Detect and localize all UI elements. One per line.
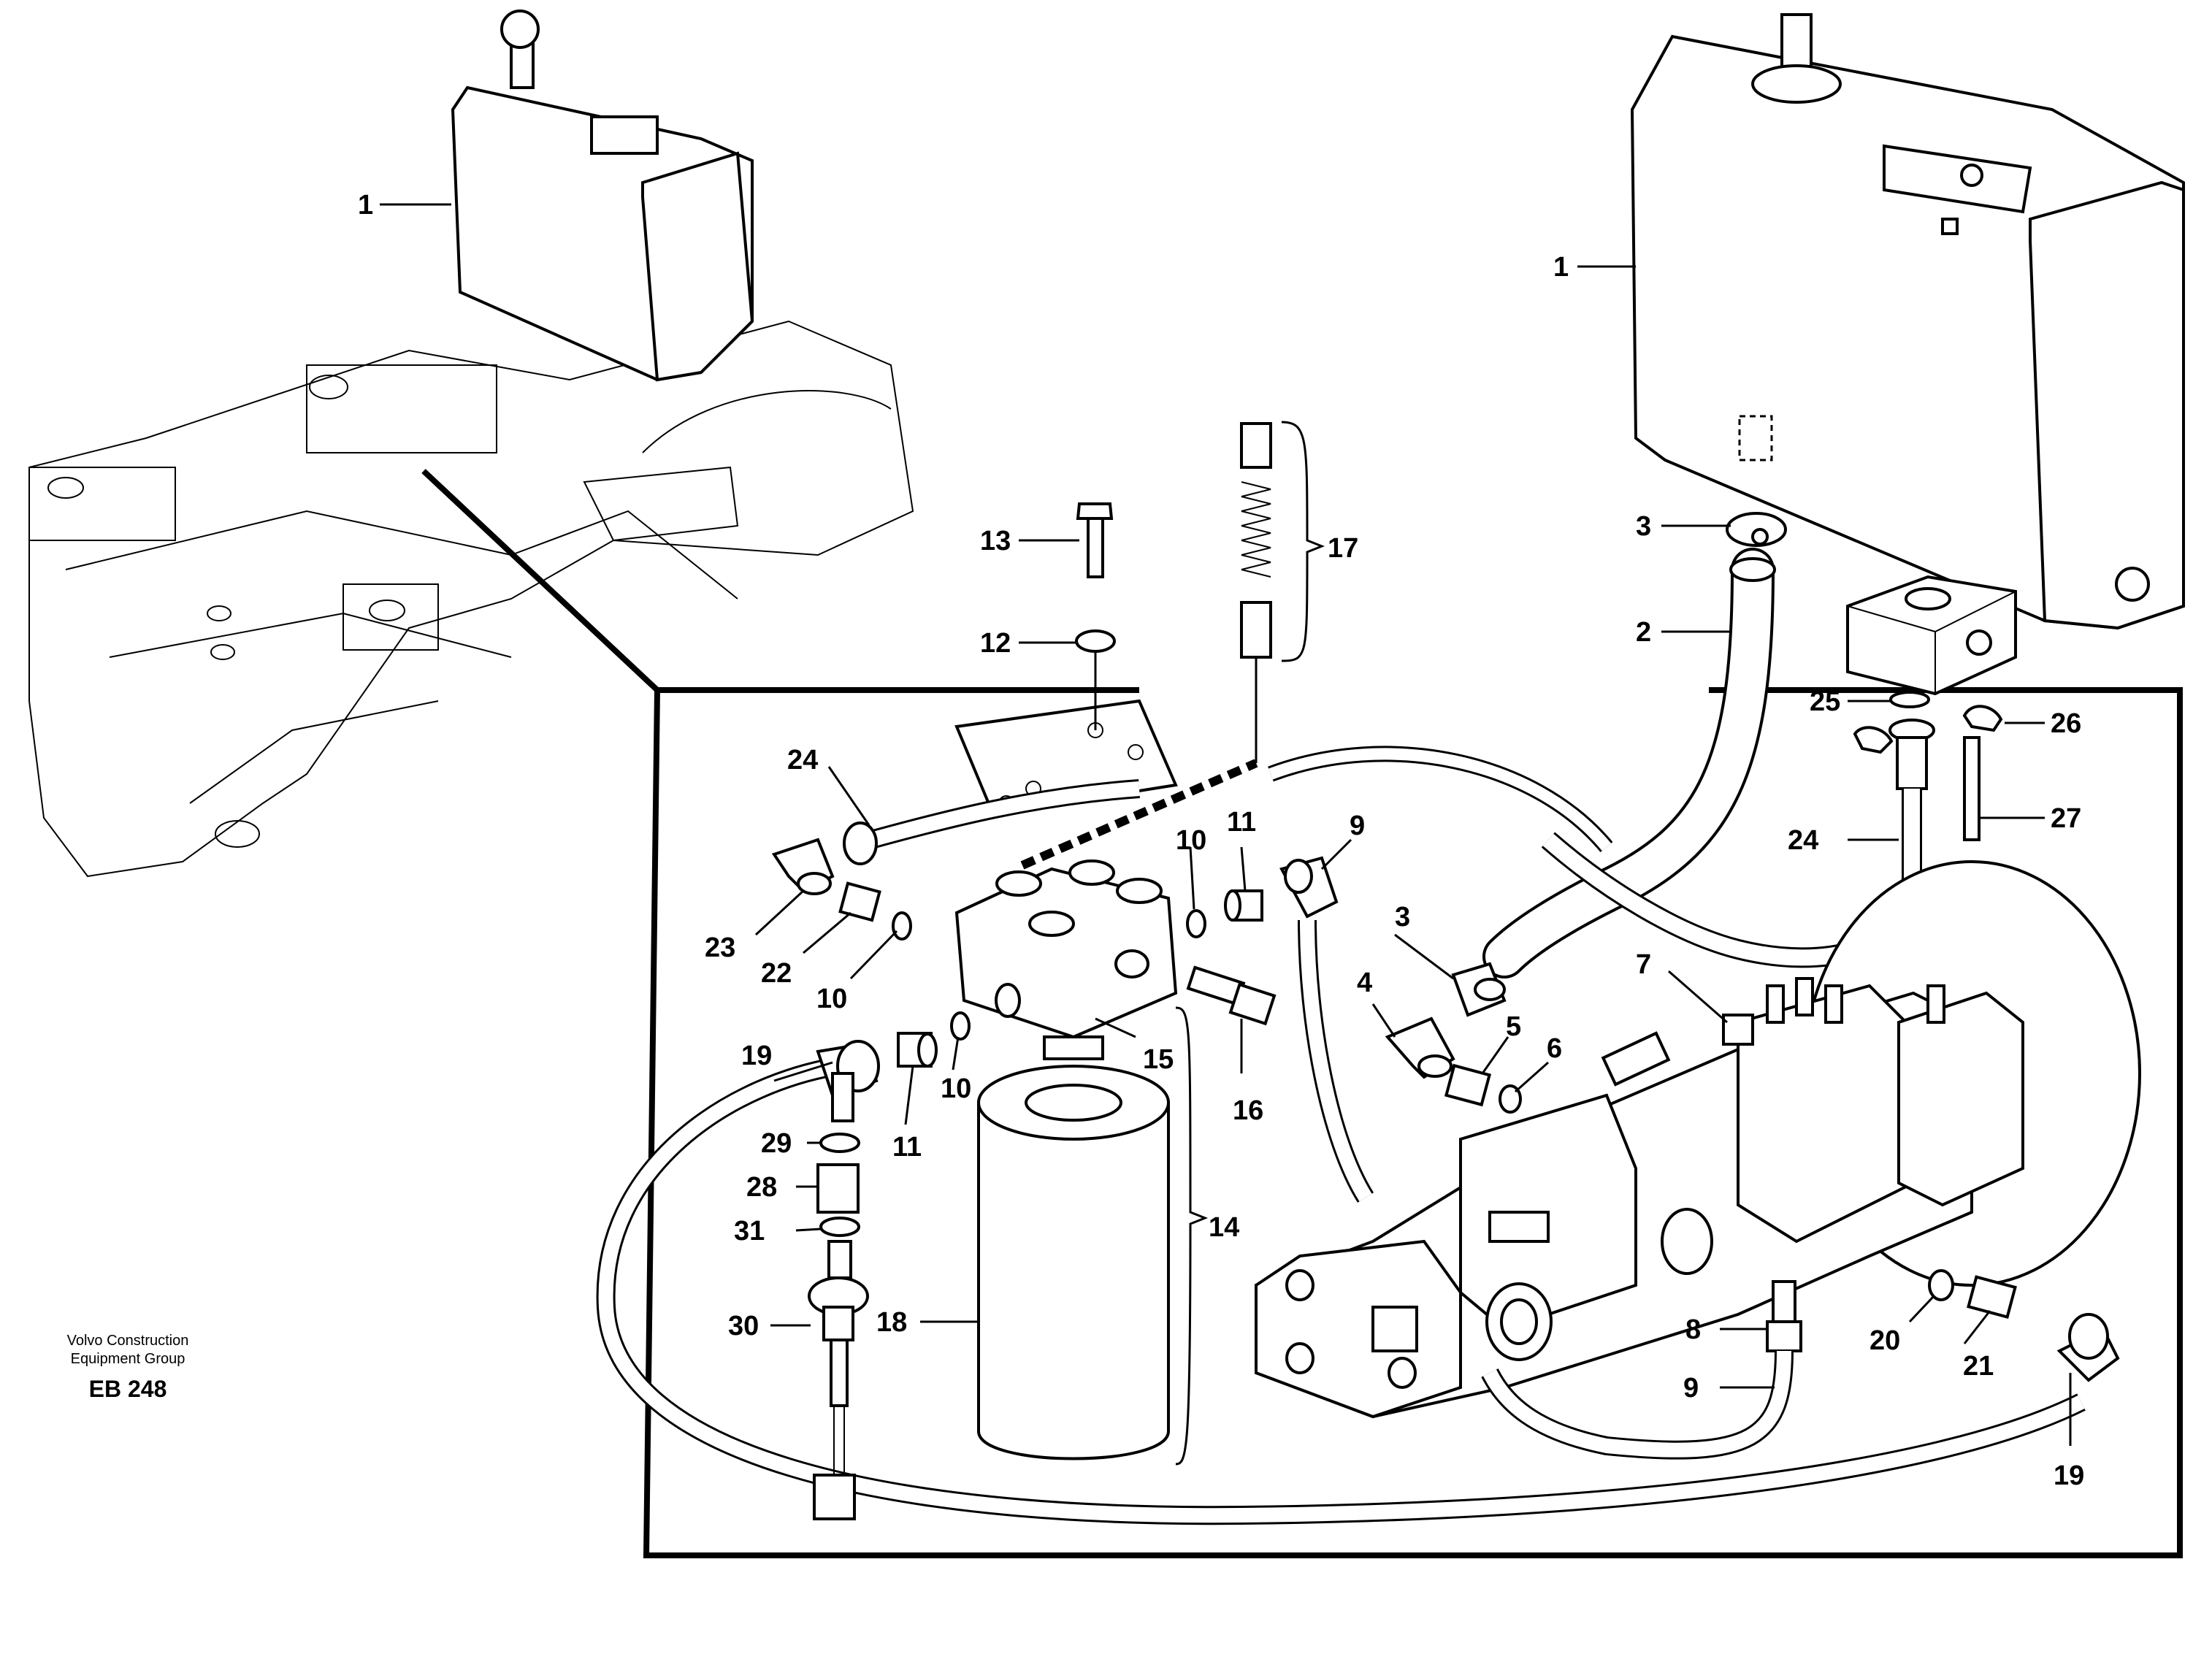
callout-8: 8 — [1685, 1314, 1701, 1345]
clamp-26 — [1962, 705, 2003, 732]
credit-line-1: Volvo Construction — [67, 1333, 189, 1349]
clamp-26b — [1853, 726, 1894, 754]
callout-27: 27 — [2051, 803, 2081, 834]
callout-14: 14 — [1209, 1212, 1239, 1243]
callout-9-top: 9 — [1350, 811, 1365, 841]
sensor-16 — [1186, 965, 1277, 1026]
o-ring-20 — [1928, 1269, 1954, 1301]
o-ring-6 — [1499, 1084, 1522, 1114]
callout-4: 4 — [1357, 968, 1372, 998]
fitting-21 — [1967, 1275, 2017, 1319]
o-ring-10-top — [1186, 909, 1206, 938]
callout-2: 2 — [1636, 617, 1651, 648]
sensor-stack — [808, 1072, 869, 1520]
clamp-3-bottom — [1451, 962, 1507, 1017]
filter-head-15 — [954, 859, 1178, 1060]
callout-10-bottom: 10 — [941, 1073, 971, 1104]
callout-3-bottom: 3 — [1395, 902, 1410, 933]
fitting-22 — [838, 881, 881, 922]
callout-7: 7 — [1636, 949, 1651, 980]
hose-24-left-end — [843, 822, 878, 865]
return-hose-top-inner — [1268, 748, 1612, 851]
valve-block — [1846, 575, 2017, 696]
callout-10-left: 10 — [816, 984, 847, 1014]
callouts: 1 1 3 2 13 12 17 25 26 27 24 24 23 22 10… — [358, 190, 2084, 1491]
washer-12 — [1075, 629, 1116, 653]
callout-15: 15 — [1143, 1044, 1174, 1075]
hose-9-top-inner — [1300, 919, 1372, 1202]
callout-11-bottom: 11 — [892, 1132, 922, 1163]
callout-28: 28 — [746, 1172, 777, 1203]
callout-18: 18 — [876, 1307, 907, 1338]
callout-10-top: 10 — [1176, 825, 1206, 856]
callout-13: 13 — [980, 526, 1011, 556]
overview-frame — [28, 320, 914, 878]
callout-1-right: 1 — [1553, 252, 1569, 283]
callout-29: 29 — [761, 1128, 792, 1159]
callout-25: 25 — [1810, 686, 1840, 717]
fitting-24-top — [1888, 719, 1935, 790]
zoom-line — [421, 469, 2183, 1558]
fitting-8 — [1766, 1280, 1802, 1352]
callout-9-bottom: 9 — [1683, 1373, 1699, 1403]
pump-assembly — [1255, 860, 2141, 1419]
callout-11-top: 11 — [1227, 807, 1256, 838]
hose-2-inner — [1485, 551, 1772, 976]
leader-lines — [380, 203, 2072, 1446]
callout-12: 12 — [980, 628, 1011, 659]
o-ring-10-bottom — [950, 1011, 971, 1041]
callout-23: 23 — [705, 933, 735, 963]
filter-element-18 — [977, 1065, 1170, 1460]
fitting-11-bottom — [897, 1032, 938, 1068]
hose-2-end — [1729, 557, 1776, 582]
callout-22: 22 — [761, 958, 792, 989]
elbow-9-top — [1279, 856, 1339, 919]
fitting-11-top — [1224, 889, 1263, 922]
callout-20: 20 — [1870, 1325, 1900, 1356]
fitting-5 — [1444, 1063, 1492, 1107]
hose-9-bottom-inner — [1483, 1350, 1791, 1458]
hydraulic-tank — [1630, 13, 2185, 630]
hose-19-inner — [598, 1057, 2085, 1523]
elbow-23 — [771, 838, 835, 895]
credit-line-2: Equipment Group — [71, 1351, 185, 1367]
credit-block: Volvo Construction Equipment Group EB 24… — [67, 1333, 189, 1402]
spring-17 — [1240, 422, 1272, 659]
callout-17: 17 — [1328, 533, 1358, 564]
callout-6: 6 — [1547, 1033, 1562, 1064]
bolt-27 — [1963, 736, 1981, 841]
callout-3-top: 3 — [1636, 511, 1651, 542]
hose-clamp-top — [1726, 512, 1787, 547]
callout-24-left: 24 — [787, 745, 818, 776]
hose-24-left-inner — [856, 781, 1140, 851]
bracket-17 — [1281, 421, 1325, 662]
elbow-4 — [1385, 1016, 1455, 1079]
o-ring-10-left — [892, 911, 912, 941]
o-ring-25 — [1889, 691, 1930, 708]
callout-30: 30 — [728, 1311, 759, 1341]
bracket-14 — [1175, 1006, 1209, 1466]
callout-5: 5 — [1506, 1011, 1521, 1042]
callout-24-right: 24 — [1788, 825, 1818, 856]
callout-26: 26 — [2051, 708, 2081, 739]
callout-21: 21 — [1963, 1351, 1994, 1382]
callout-31: 31 — [734, 1216, 765, 1246]
callout-19-left: 19 — [741, 1041, 772, 1071]
overview-hydraulic-tank — [451, 9, 754, 382]
dashed-leader — [1020, 759, 1258, 870]
cap-dashed — [1738, 415, 1773, 462]
callout-1-left: 1 — [358, 190, 373, 221]
drawing-code: EB 248 — [89, 1376, 167, 1402]
callout-19-right: 19 — [2054, 1460, 2084, 1491]
bolt-13 — [1076, 502, 1114, 578]
callout-16: 16 — [1233, 1095, 1263, 1126]
hose-19-right-end — [2056, 1313, 2120, 1382]
